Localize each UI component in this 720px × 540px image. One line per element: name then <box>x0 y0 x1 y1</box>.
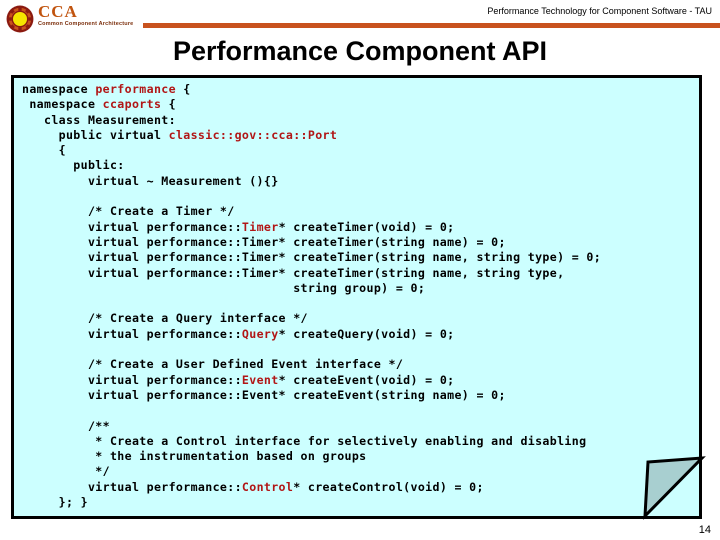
header-tagline: Performance Technology for Component Sof… <box>487 6 712 16</box>
code-segment: * createTimer(void) = 0; <box>278 219 455 234</box>
code-segment: virtual performance::Timer* createTimer(… <box>22 234 506 249</box>
code-segment: namespace <box>22 82 96 96</box>
code-segment: class Measurement: <box>22 112 176 127</box>
cca-circular-emblem-icon <box>6 5 34 33</box>
code-segment: virtual performance:: <box>22 326 242 341</box>
code-segment: virtual performance:: <box>22 479 242 494</box>
code-segment: namespace <box>22 97 103 112</box>
code-segment: public virtual <box>22 127 169 142</box>
code-segment: virtual performance:: <box>22 372 242 387</box>
code-keyword: Event <box>241 372 279 387</box>
code-segment: virtual performance::Event* createEvent(… <box>22 387 506 402</box>
code-segment: virtual ~ Measurement (){} <box>22 173 279 188</box>
code-keyword: Timer <box>241 219 279 234</box>
code-segment: /** <box>22 418 110 433</box>
cca-logo: CCA Common Component Architecture <box>4 2 154 34</box>
code-segment: { <box>161 97 176 112</box>
code-segment: /* Create a Query interface */ <box>22 311 308 326</box>
code-segment: * createEvent(void) = 0; <box>278 372 455 387</box>
code-keyword: performance <box>95 82 176 96</box>
code-keyword: classic::gov::cca::Port <box>168 127 338 142</box>
page-number: 14 <box>698 524 711 536</box>
code-segment: /* Create a Timer */ <box>22 204 235 219</box>
code-keyword: Control <box>241 479 294 494</box>
code-segment: /* Create a User Defined Event interface… <box>22 357 404 372</box>
code-listing-box: namespace performance { namespace ccapor… <box>11 75 702 519</box>
cca-logo-title: CCA <box>38 2 78 21</box>
code-segment: virtual performance:: <box>22 219 242 234</box>
code-keyword: Query <box>241 326 279 341</box>
code-segment: * the instrumentation based on groups <box>22 449 367 464</box>
code-segment: }; } <box>22 495 88 510</box>
page-title: Performance Component API <box>172 36 548 66</box>
code-segment: public: <box>22 158 125 173</box>
code-segment: */ <box>22 464 110 479</box>
code-segment: * createControl(void) = 0; <box>293 479 484 494</box>
code-segment: virtual performance::Timer* createTimer(… <box>22 250 602 265</box>
code-segment: { <box>175 82 191 96</box>
slide-header: CCA Common Component Architecture Perfor… <box>0 0 720 36</box>
code-keyword: ccaports <box>102 97 162 112</box>
code-segment: string group) = 0; <box>22 280 426 295</box>
code-segment: * Create a Control interface for selecti… <box>22 433 587 448</box>
code-listing-text: namespace performance { namespace ccapor… <box>22 82 601 510</box>
code-segment: { <box>22 143 66 158</box>
cca-logo-subtitle: Common Component Architecture <box>38 21 134 27</box>
code-segment: virtual performance::Timer* createTimer(… <box>22 265 565 280</box>
header-divider-rule <box>143 23 720 28</box>
cca-logo-text: CCA Common Component Architecture <box>38 3 133 28</box>
code-segment: * createQuery(void) = 0; <box>278 326 455 341</box>
